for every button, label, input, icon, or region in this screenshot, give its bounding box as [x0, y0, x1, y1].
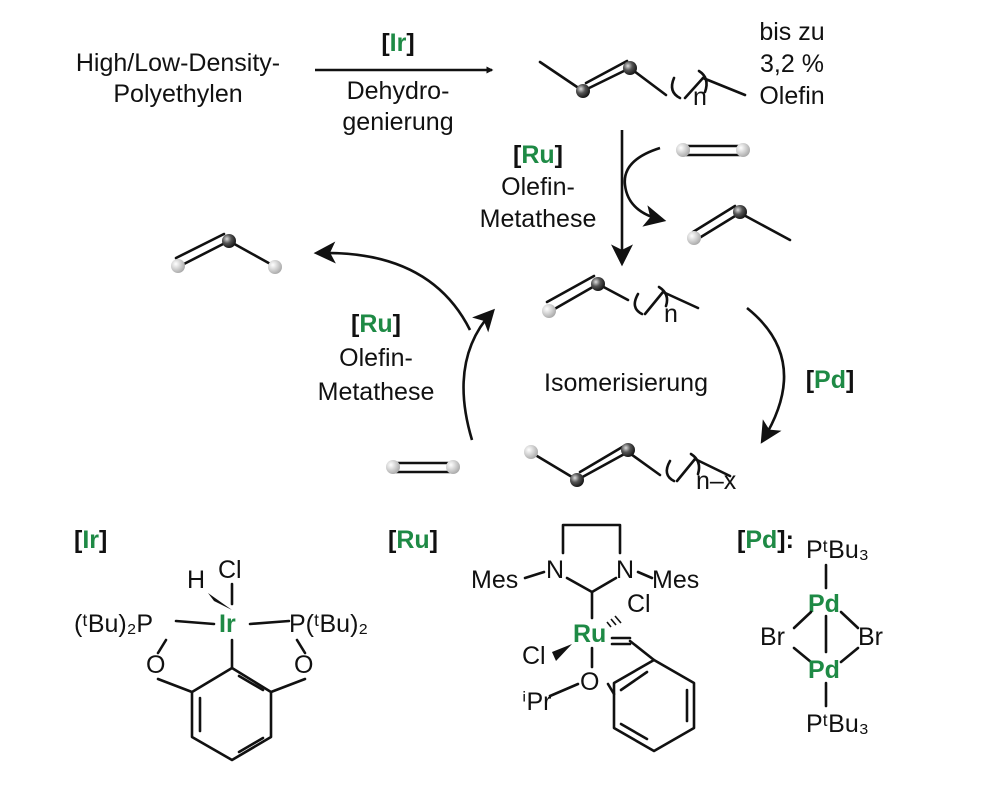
repeat-nx-bottom: n–x [696, 467, 737, 495]
ethylene-molecule-top [676, 143, 750, 157]
metathesis2-text-line2: Metathese [318, 378, 435, 406]
dehydrogenation-arrow: [Ir] Dehydro- genierung [315, 29, 494, 136]
ru-cl-top: Cl [627, 590, 651, 618]
outer-curved-arrow [313, 241, 472, 331]
pd-ligand-top: PᵗBu₃ [806, 536, 869, 564]
ru-structure-symbol: Ru [396, 526, 429, 554]
ru-mes-left: Mes [471, 566, 518, 594]
pd-tag-symbol: Pd [814, 366, 846, 394]
ru-tag-symbol-1: Ru [521, 141, 554, 169]
ru-o-atom: O [580, 668, 599, 696]
pd-br-right: Br [858, 623, 883, 651]
ru-tag-symbol-2: Ru [359, 310, 392, 338]
yield-line2: 3,2 % [760, 50, 824, 78]
ir-catalyst-tag: [Ir] [381, 29, 414, 57]
isomerization-label: Isomerisierung [544, 369, 708, 397]
yield-line3: Olefin [759, 82, 824, 110]
pd-metal-top: Pd [808, 590, 840, 618]
ir-o-left: O [146, 651, 165, 679]
metathesis-text-line1: Olefin- [501, 173, 575, 201]
ethylene-metathesis-step: [Ru] Olefin- Metathese [480, 130, 792, 267]
ir-structure-title: [Ir] [74, 526, 107, 554]
start-text-line1: High/Low-Density- [76, 49, 280, 77]
ethenolysis-step: [Ru] Olefin- Metathese [171, 232, 495, 474]
ru-catalyst-tag-2: [Ru] [351, 310, 401, 338]
ru-metal-atom: Ru [573, 620, 606, 648]
ru-catalyst-structure: [Ru] N N Mes Mes Ru Cl Cl O ⁱPr [388, 523, 699, 753]
metathesis-text-line2: Metathese [480, 205, 597, 233]
dehydrogenation-text-line2: genierung [342, 108, 453, 136]
pd-isomerization-step: [Pd] [746, 306, 855, 444]
pd-catalyst-structure: [Pd]: PᵗBu₃ Pd Br Br Pd PᵗBu₃ [737, 526, 883, 738]
ir-p-right: P(ᵗBu)₂ [289, 610, 368, 638]
internal-olefin-molecule: n [538, 59, 747, 111]
ru-cl-bottom: Cl [522, 642, 546, 670]
ru-n-right: N [616, 556, 634, 584]
ru-mes-right: Mes [652, 566, 699, 594]
pd-structure-title: [Pd]: [737, 526, 794, 554]
ru-n-left: N [546, 556, 564, 584]
ir-cl-atom: Cl [218, 556, 242, 584]
pd-structure-symbol: Pd [745, 526, 777, 554]
pd-br-left: Br [760, 623, 785, 651]
start-text-line2: Polyethylen [113, 80, 242, 108]
ir-o-right: O [294, 651, 313, 679]
curved-side-arrow [623, 146, 667, 227]
propylene-molecule-left [171, 232, 282, 274]
ir-catalyst-structure: [Ir] H Cl Ir (ᵗBu)₂P P(ᵗBu)₂ O O [74, 526, 368, 762]
dehydrogenation-text-line1: Dehydro- [347, 77, 450, 105]
ir-metal-atom: Ir [219, 610, 236, 638]
ir-tag-symbol: Ir [390, 29, 407, 57]
starting-material-label: High/Low-Density- Polyethylen [76, 49, 280, 108]
isomerization-arrow [746, 306, 786, 444]
yield-line1: bis zu [759, 18, 824, 46]
isomerized-olefin-molecule: n–x [524, 443, 737, 495]
ir-p-left: (ᵗBu)₂P [74, 610, 153, 638]
ir-structure-symbol: Ir [82, 526, 99, 554]
ru-structure-title: [Ru] [388, 526, 438, 554]
repeat-bracket-left [670, 76, 682, 100]
terminal-olefin-molecule: n [542, 274, 700, 328]
ethylene-molecule-bottom [386, 460, 460, 474]
propylene-molecule [687, 204, 792, 245]
metathesis2-text-line1: Olefin- [339, 344, 413, 372]
repeat-n-top: n [693, 83, 707, 111]
ru-ipr: ⁱPr [522, 688, 551, 716]
yield-label: bis zu 3,2 % Olefin [759, 18, 824, 110]
ru-catalyst-tag-1: [Ru] [513, 141, 563, 169]
ir-h-atom: H [187, 566, 205, 594]
inner-curved-arrow [462, 308, 495, 441]
repeat-n-middle: n [664, 300, 678, 328]
pd-ligand-bottom: PᵗBu₃ [806, 710, 869, 738]
pd-metal-bottom: Pd [808, 656, 840, 684]
pd-catalyst-tag: [Pd] [806, 366, 855, 394]
